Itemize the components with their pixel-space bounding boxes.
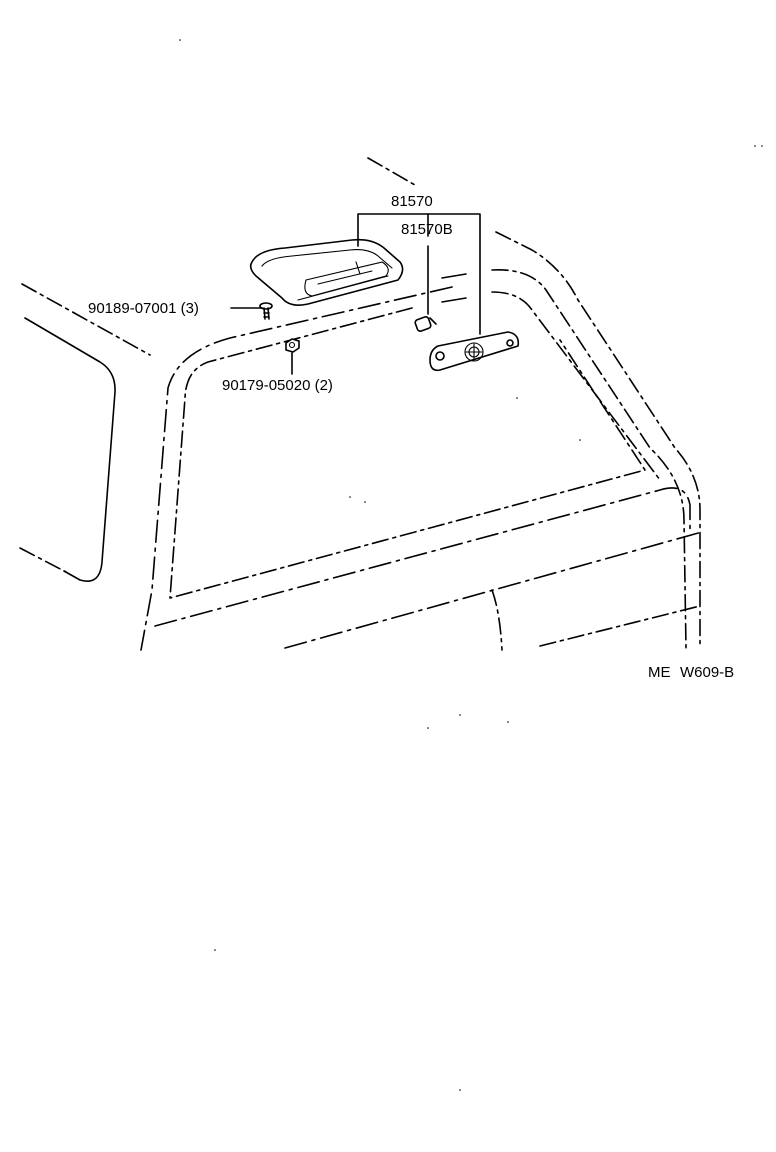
figure-code-prefix: ME [648, 664, 671, 681]
label-assembly: 81570 [391, 193, 433, 210]
label-screw: 90189-07001 (3) [88, 300, 199, 317]
lens-reflector [464, 342, 484, 362]
roof-contour-3 [491, 291, 661, 481]
roof-contour-2 [491, 269, 687, 649]
panel-seam [491, 589, 503, 651]
roof-contour-1 [495, 231, 701, 649]
back-panel-lower [154, 487, 691, 627]
left-window-top [21, 283, 151, 356]
left-window-bottom [19, 547, 67, 573]
left-window-frame [24, 317, 116, 582]
lower-body-line-2 [539, 605, 701, 647]
scan-specks [179, 39, 763, 1091]
bulb [414, 316, 437, 332]
roof-edge-fragment [367, 157, 416, 186]
label-bulb: 81570B [401, 221, 453, 238]
nut [285, 338, 300, 353]
figure-code: W609-B [680, 664, 734, 681]
label-nut: 90179-05020 (2) [222, 377, 333, 394]
back-window-frame [169, 307, 646, 599]
vehicle-body-outline [19, 157, 703, 651]
stop-lamp-housing [249, 238, 404, 306]
small-dash-1 [441, 273, 467, 279]
assembly-bracket [357, 213, 481, 335]
small-dash-2 [441, 297, 467, 303]
screw [259, 302, 273, 320]
stop-lamp-lens [429, 331, 520, 372]
leader-lines [230, 213, 481, 375]
lower-body-line [284, 531, 703, 649]
back-panel-outer [140, 286, 453, 651]
